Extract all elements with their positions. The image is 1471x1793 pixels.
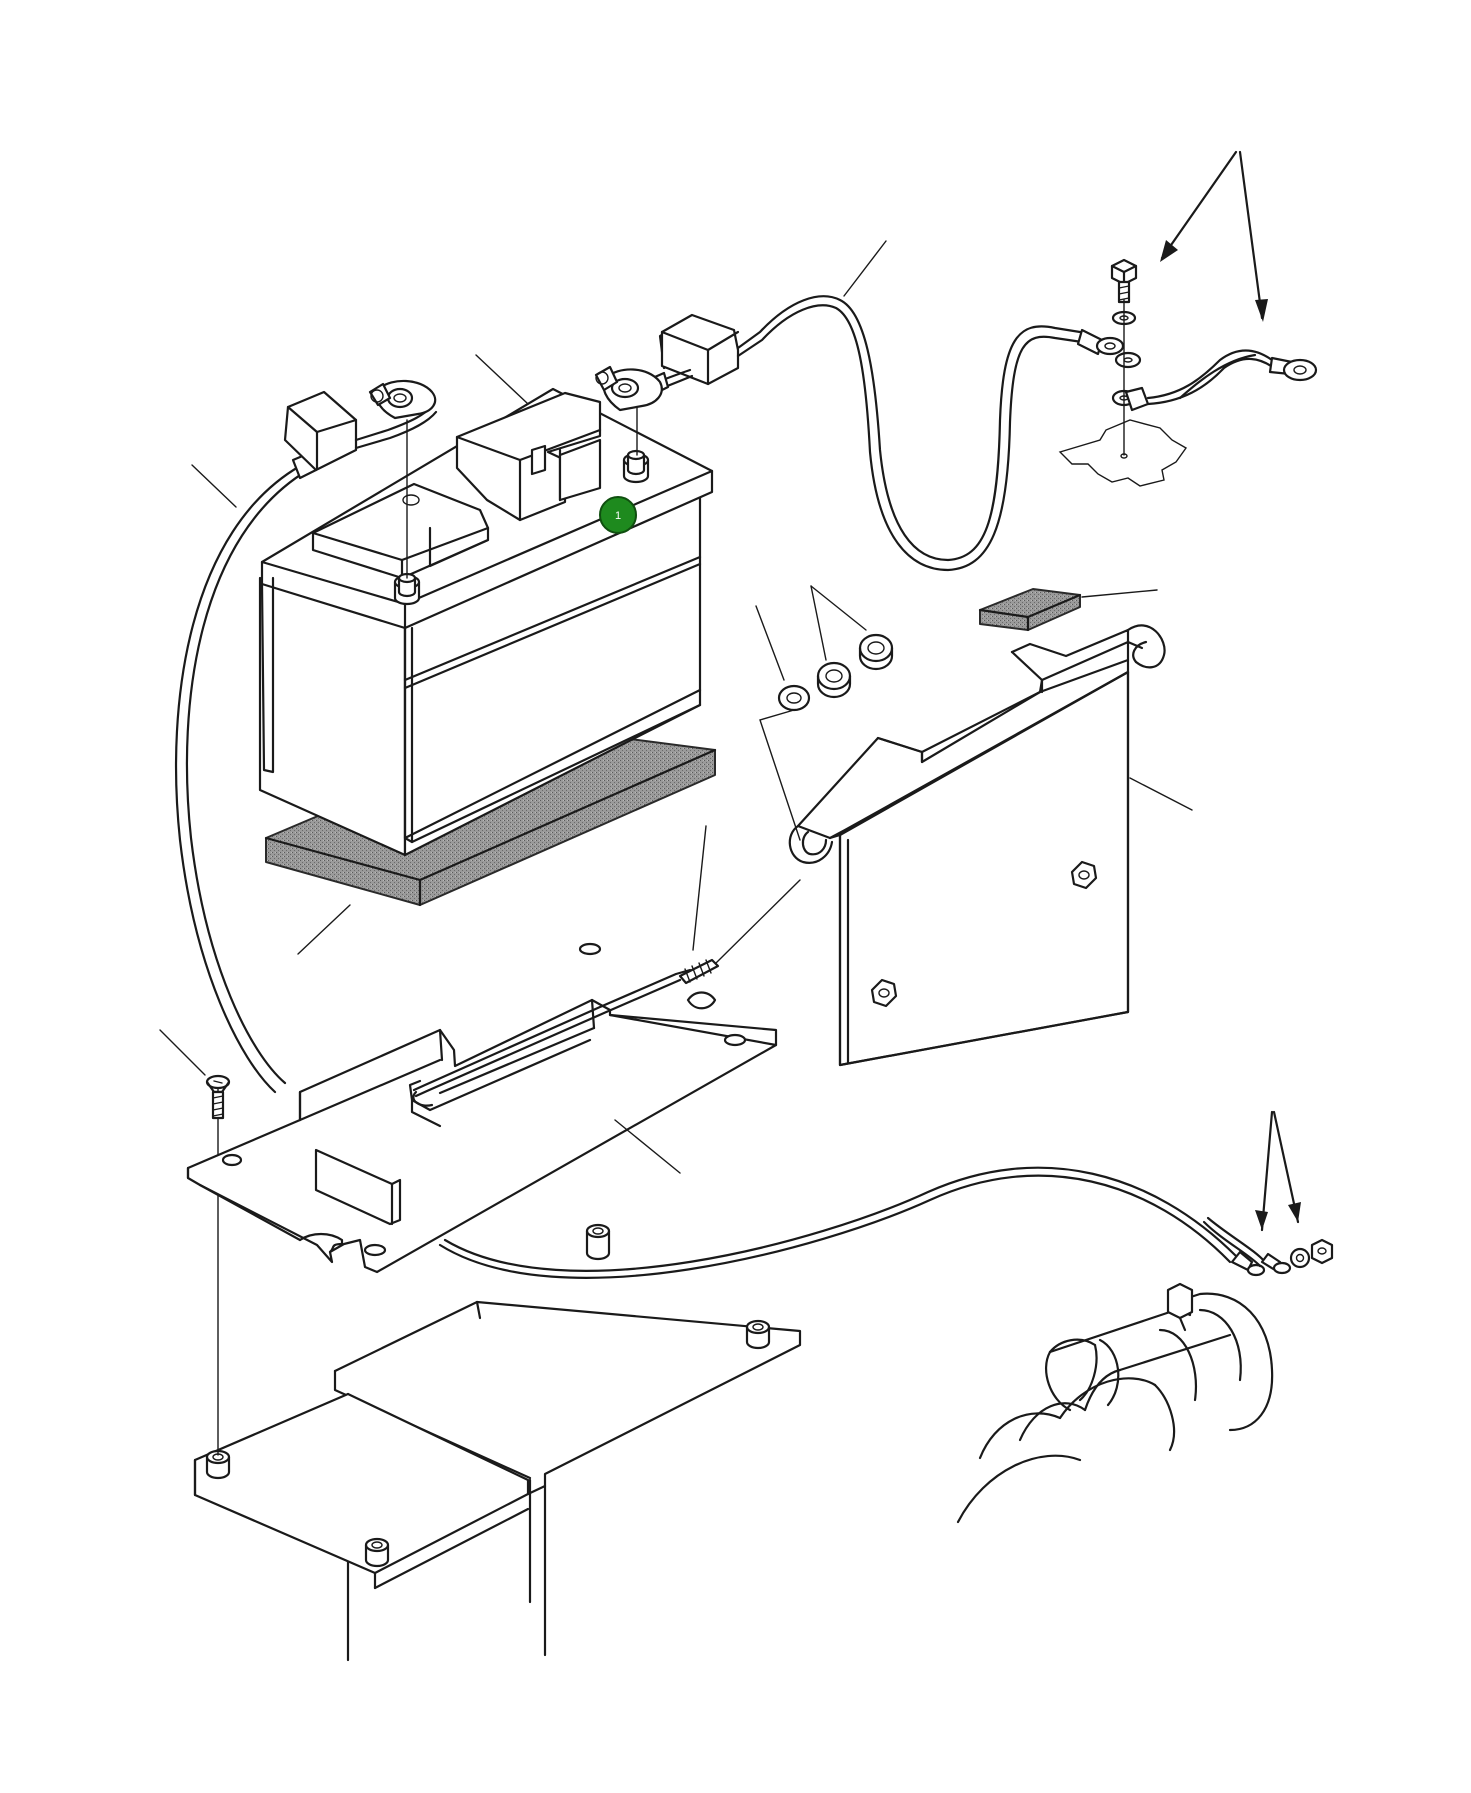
ground-strap bbox=[1124, 349, 1318, 412]
tray-screw bbox=[205, 1074, 231, 1120]
starter-motor bbox=[956, 1282, 1274, 1524]
starter-nut bbox=[1310, 1238, 1334, 1265]
hold-down-nut-2 bbox=[858, 633, 894, 671]
nut-leader-line-b bbox=[810, 585, 867, 631]
starter-terminal-arrows bbox=[1255, 1110, 1301, 1232]
standoff-nut bbox=[585, 1223, 611, 1261]
nut-leader-line-a bbox=[810, 585, 827, 661]
callout-1-label: 1 bbox=[615, 510, 621, 522]
washer-to-bracket-line bbox=[759, 709, 801, 841]
negative-terminal-post bbox=[393, 572, 421, 606]
washer-leader-line bbox=[755, 605, 785, 681]
weld-nut-rear bbox=[745, 1319, 771, 1350]
positive-terminal-post bbox=[622, 449, 650, 484]
ground-mounting-surface bbox=[1058, 419, 1188, 487]
ground-bolt bbox=[1110, 258, 1138, 304]
pad-leader-line bbox=[297, 904, 351, 955]
ground-washer-2 bbox=[1114, 351, 1142, 369]
support-frame bbox=[193, 1084, 802, 1662]
insulator-leader-line bbox=[1081, 589, 1158, 598]
insulator-pad bbox=[978, 588, 1082, 632]
rod-leader-line bbox=[692, 825, 707, 951]
ground-arrows bbox=[1160, 150, 1268, 322]
starter-washer bbox=[1289, 1247, 1311, 1269]
callout-1[interactable]: 1 bbox=[599, 496, 637, 534]
battery-tray bbox=[186, 942, 778, 1274]
hold-down-bracket bbox=[788, 624, 1166, 1067]
weld-nut-front bbox=[364, 1537, 390, 1568]
negative-battery-cable bbox=[174, 379, 438, 1094]
hold-down-washer bbox=[777, 684, 811, 712]
positive-cable-leader-line bbox=[843, 240, 887, 297]
positive-battery-cable bbox=[594, 295, 1125, 572]
battery bbox=[258, 387, 714, 857]
hold-down-rod bbox=[412, 879, 801, 1098]
screw-leader-line bbox=[159, 1029, 206, 1076]
battery-leader-line bbox=[475, 354, 528, 404]
ground-cable-starter bbox=[438, 1166, 1292, 1279]
tray-leader-line bbox=[614, 1119, 681, 1174]
hold-down-nut-1 bbox=[816, 661, 852, 699]
negative-cable-leader-line bbox=[191, 464, 237, 508]
bracket-leader-line bbox=[1129, 777, 1193, 811]
